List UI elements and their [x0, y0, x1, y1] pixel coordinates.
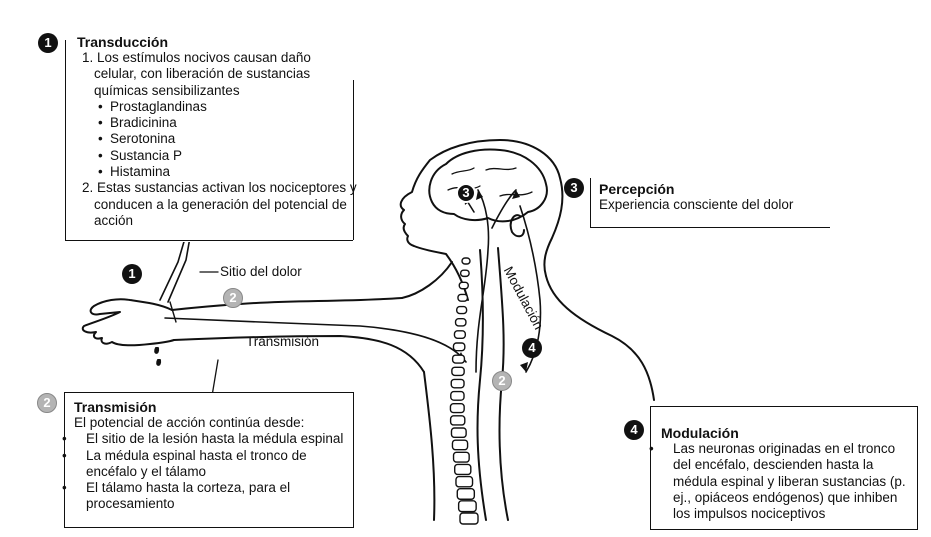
vertebra [460, 513, 478, 524]
vertebra [453, 355, 465, 363]
perception-title: Percepción [599, 181, 793, 197]
transmission-item: La médula espinal hasta el tronco de enc… [74, 448, 350, 481]
vertebra [458, 294, 467, 301]
vertebra [452, 440, 467, 450]
transduction-item1: 1. Los estímulos nocivos causan daño cel… [82, 50, 325, 99]
arm-marker-1: 1 [122, 264, 142, 284]
vertebra [459, 282, 468, 288]
perception-text: Experiencia consciente del dolor [599, 197, 793, 213]
chemical-item: Sustancia P [98, 148, 325, 164]
step-badge-2: 2 [37, 393, 57, 413]
step-badge-1: 1 [38, 33, 58, 53]
transduction-box: Transducción 1. Los estímulos nocivos ca… [65, 28, 355, 242]
transmission-box: Transmisión El potencial de acción conti… [64, 392, 354, 528]
chemical-item: Bradicinina [98, 115, 325, 131]
chemical-item: Histamina [98, 164, 325, 180]
transmission-item: El sitio de la lesión hasta la médula es… [74, 431, 350, 447]
vertebra [462, 258, 470, 264]
vertebra [456, 477, 473, 487]
vertebra [453, 343, 464, 351]
modulation-box: Modulación Las neuronas originadas en el… [650, 406, 918, 530]
vertebra [457, 489, 474, 500]
modulation-item: Las neuronas originadas en el tronco del… [661, 441, 913, 522]
brain-marker-3: 3 [456, 183, 476, 203]
transduction-title: Transducción [77, 34, 325, 50]
step-badge-4: 4 [624, 420, 644, 440]
chemical-item: Prostaglandinas [98, 99, 325, 115]
transmission-item: El tálamo hasta la corteza, para el proc… [74, 480, 350, 513]
transmission-intro: El potencial de acción continúa desde: [74, 415, 350, 431]
vertebra [451, 416, 465, 425]
vertebra [456, 319, 466, 326]
vertebra [455, 464, 471, 474]
vertebra [454, 331, 465, 338]
vertebra [459, 501, 477, 512]
vertebra [451, 392, 464, 401]
arm-marker-2: 2 [223, 288, 243, 308]
chemical-item: Serotonina [98, 131, 325, 147]
vertebra [461, 270, 469, 276]
chemical-list: Prostaglandinas Bradicinina Serotonina S… [82, 99, 325, 180]
spine-marker-4: 4 [522, 338, 542, 358]
vertebra [457, 307, 467, 314]
vertebra [451, 428, 466, 437]
transmission-list: El sitio de la lesión hasta la médula es… [74, 431, 350, 512]
vertebra [454, 452, 470, 462]
vertebra [452, 367, 464, 375]
modulation-title: Modulación [661, 425, 913, 441]
transduction-item2: 2. Estas sustancias activan los nocicept… [82, 180, 366, 229]
step-badge-3: 3 [564, 178, 584, 198]
transmission-title: Transmisión [74, 399, 350, 415]
vertebra [450, 404, 464, 413]
transmission-path-label: Transmisión [246, 334, 319, 349]
perception-box: Percepción Experiencia consciente del do… [590, 178, 840, 230]
pain-site-label: Sitio del dolor [220, 264, 302, 279]
spine-marker-2: 2 [492, 371, 512, 391]
vertebra [451, 379, 464, 387]
